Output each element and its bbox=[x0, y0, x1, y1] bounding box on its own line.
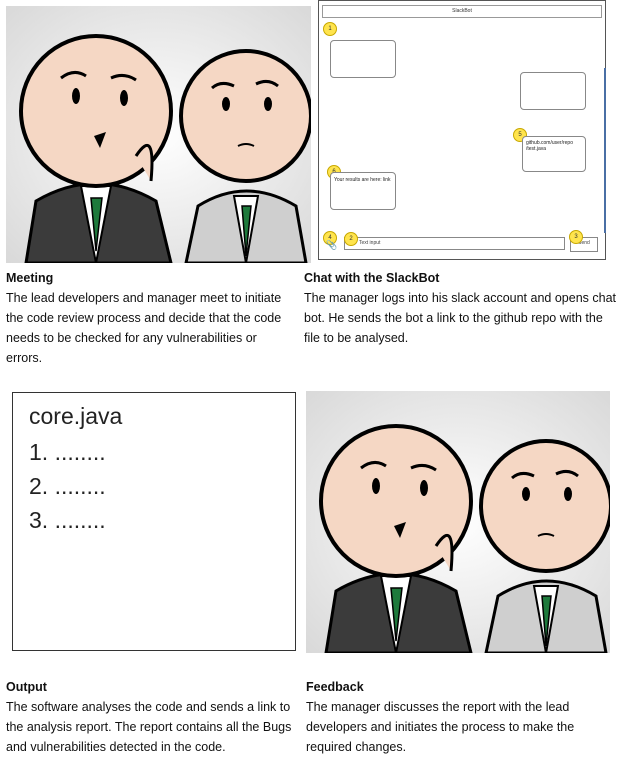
chat-bubble-empty-right bbox=[520, 72, 586, 110]
feedback-illustration bbox=[306, 391, 610, 653]
slackbot-title-bar: SlackBot bbox=[322, 5, 602, 18]
step-marker-4: 4 bbox=[323, 231, 337, 245]
meeting-caption: Meeting The lead developers and manager … bbox=[6, 268, 296, 368]
developers-feedback-image bbox=[306, 391, 610, 653]
analysis-report: core.java 1. ........ 2. ........ 3. ...… bbox=[12, 392, 296, 651]
meeting-illustration bbox=[6, 6, 311, 263]
message-input[interactable]: Text input bbox=[344, 237, 565, 250]
meeting-heading: Meeting bbox=[6, 271, 54, 285]
step-marker-2: 2 bbox=[344, 232, 358, 246]
attachment-icon[interactable]: 📎 bbox=[326, 240, 338, 250]
scrollbar[interactable] bbox=[604, 68, 606, 233]
chat-caption: Chat with the SlackBot The manager logs … bbox=[304, 268, 616, 348]
feedback-text: The manager discusses the report with th… bbox=[306, 700, 575, 754]
slackbot-window bbox=[318, 0, 606, 260]
output-text: The software analyses the code and sends… bbox=[6, 700, 292, 754]
step-marker-1: 1 bbox=[323, 22, 337, 36]
chat-text: The manager logs into his slack account … bbox=[304, 291, 616, 345]
report-filename: core.java bbox=[29, 403, 123, 429]
developers-meeting-image bbox=[6, 6, 311, 263]
chat-bubble-results: Your results are here: link bbox=[330, 172, 396, 210]
report-line: 3. ........ bbox=[29, 507, 106, 533]
chat-heading: Chat with the SlackBot bbox=[304, 271, 440, 285]
feedback-caption: Feedback The manager discusses the repor… bbox=[306, 677, 612, 757]
chat-bubble-github-link: github.com/user/repo /test.java bbox=[522, 136, 586, 172]
slackbot-mockup: SlackBot 1 5 github.com/user/repo /test.… bbox=[316, 0, 616, 262]
chat-bubble-empty-left bbox=[330, 40, 396, 78]
send-button[interactable]: Send bbox=[570, 237, 598, 252]
output-caption: Output The software analyses the code an… bbox=[6, 677, 302, 757]
step-marker-3: 3 bbox=[569, 230, 583, 244]
meeting-text: The lead developers and manager meet to … bbox=[6, 291, 282, 365]
report-line: 1. ........ bbox=[29, 439, 106, 465]
feedback-heading: Feedback bbox=[306, 680, 364, 694]
report-line: 2. ........ bbox=[29, 473, 106, 499]
output-heading: Output bbox=[6, 680, 47, 694]
